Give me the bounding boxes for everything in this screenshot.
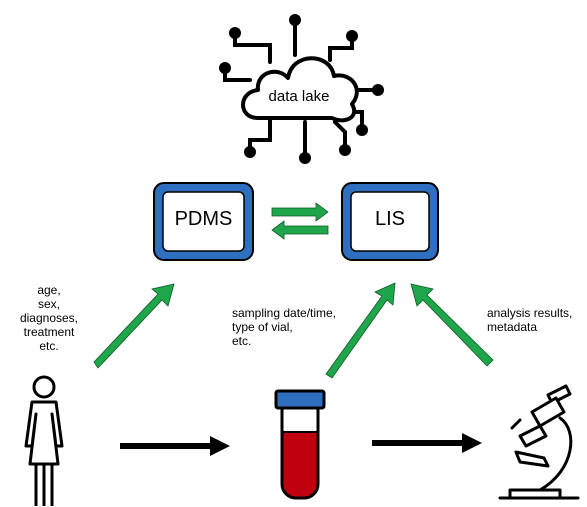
cloud-icon (241, 56, 359, 123)
sample-info-line: etc. (232, 334, 252, 348)
data-lake-label: data lake (268, 88, 330, 105)
sample-info-text: sampling date/time, type of vial, etc. (232, 306, 362, 348)
network-node (289, 14, 301, 26)
patient-info-line: age, (37, 283, 61, 297)
network-line (328, 36, 354, 62)
network-node (346, 30, 358, 42)
pdms-label: PDMS (174, 208, 233, 230)
blood-tube-icon (274, 389, 326, 500)
patient-to-pdms-arrow (93, 283, 175, 369)
microscope-icon (498, 384, 580, 500)
network-line (233, 33, 272, 64)
lis-label: LIS (374, 208, 406, 230)
analysis-info-line: analysis results, (487, 306, 573, 320)
network-node (339, 144, 351, 156)
sample-to-analysis-arrow (372, 433, 482, 453)
sample-info-line: sampling date/time, (232, 306, 337, 320)
arrow-right-icon (271, 202, 329, 222)
network-line (248, 118, 272, 152)
patient-info-line: sex, (37, 297, 60, 311)
sample-to-lis-arrow (325, 282, 396, 379)
patient-to-sample-arrow (120, 436, 230, 456)
network-node (219, 62, 231, 74)
analysis-info-text: analysis results, metadata (487, 306, 587, 334)
patient-info-text: age, sex, diagnoses, treatment etc. (8, 283, 90, 353)
network-node (356, 124, 368, 136)
patient-info-line: treatment (23, 325, 75, 339)
network-node (372, 84, 384, 96)
analysis-info-line: metadata (487, 320, 538, 334)
lis-box-inner (350, 191, 430, 252)
network-node (244, 146, 256, 158)
pdms-box-inner (162, 191, 245, 252)
arrow-left-icon (271, 220, 329, 240)
analysis-to-lis-arrow (410, 283, 494, 367)
patient-info-line: diagnoses, (19, 311, 79, 325)
network-node (229, 27, 241, 39)
patient-info-line: etc. (39, 339, 59, 353)
network-node (299, 152, 311, 164)
sync-arrows (271, 202, 329, 240)
network-line (333, 120, 347, 150)
sample-info-line: type of vial, (232, 320, 293, 334)
person-icon (24, 375, 64, 506)
